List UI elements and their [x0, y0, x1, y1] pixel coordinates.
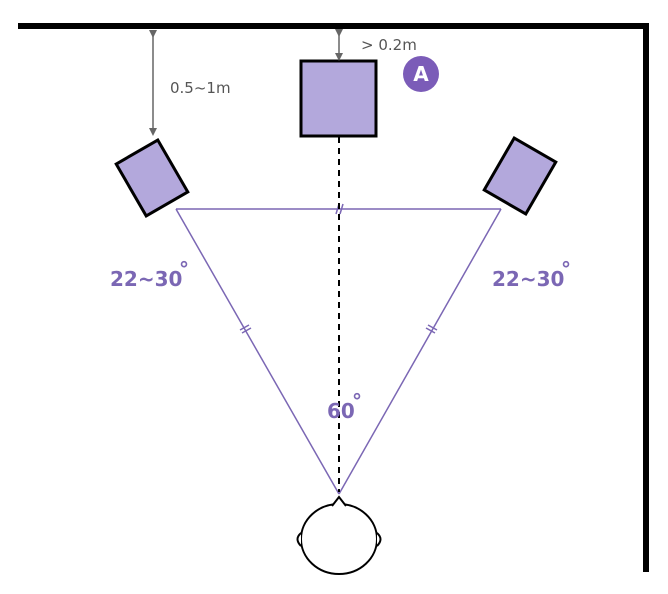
left-angle-label: 22~30: [110, 267, 182, 291]
badge-a-label: A: [413, 62, 429, 86]
left-angle-degree: °: [179, 257, 189, 281]
badge-a-circle: [403, 56, 439, 92]
listener-head-icon: [296, 495, 382, 575]
center-angle-degree: °: [352, 389, 362, 413]
center-speaker: [299, 59, 378, 138]
right-speaker: [482, 135, 558, 217]
center-distance-label: > 0.2m: [361, 36, 417, 54]
front-distance-label: 0.5~1m: [170, 79, 231, 97]
left-speaker: [114, 137, 190, 219]
right-angle-label: 22~30: [492, 267, 564, 291]
room-wall: [18, 23, 649, 572]
right-speaker-to-listener-line: [338, 208, 502, 495]
right-angle-degree: °: [561, 257, 571, 281]
equal-length-tick-left: [239, 324, 252, 334]
center-angle-label: 60: [327, 399, 355, 423]
equal-length-tick-right: [425, 324, 438, 334]
left-speaker-to-listener-line: [175, 208, 340, 495]
